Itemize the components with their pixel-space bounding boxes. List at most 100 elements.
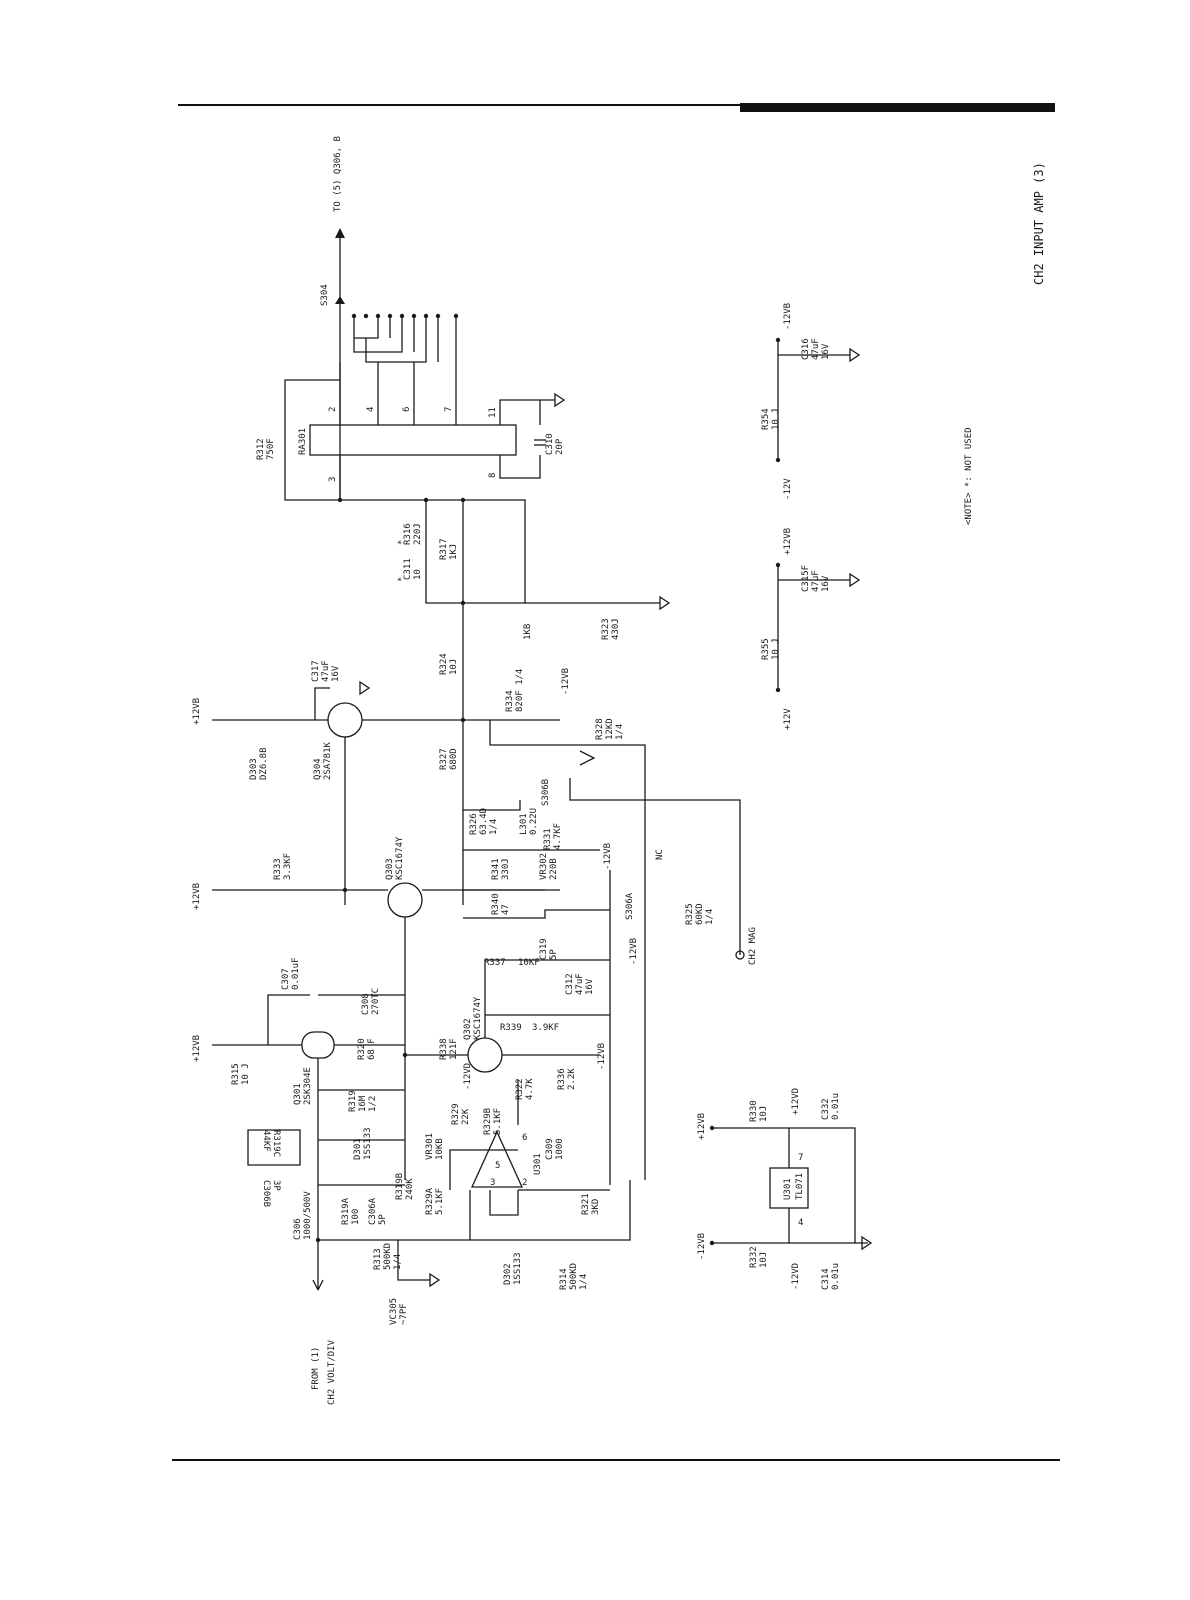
- r321-label: R321: [581, 1193, 591, 1215]
- c310-label: C310: [545, 433, 555, 455]
- c317-rating: 16V: [331, 665, 341, 682]
- ground-symbol: [849, 572, 861, 588]
- pin-label: 8: [488, 473, 498, 478]
- pin-label: 7: [798, 1153, 803, 1163]
- d301-label: D301: [353, 1138, 363, 1160]
- opamp-section: 5 6 3 2 U301 R322 4.7K -12VD R329 22K R3…: [425, 1063, 610, 1290]
- r328-value: 12KD: [605, 718, 615, 740]
- r332-value: 10J: [759, 1252, 769, 1268]
- pin-label: 7: [444, 407, 454, 412]
- vc305-label: VC305: [389, 1298, 399, 1325]
- power-section: -12VB -12V C316 47uF 16V R354 10 J +12VB…: [761, 303, 861, 730]
- r322-label: R322: [515, 1078, 525, 1100]
- q302-stage: R337 10KF C312 47uF 16V Q302 KSC1674Y R3…: [402, 958, 610, 1090]
- output-section: TO (5) Q306, B S304 RA301 2 4 6 7 11 3 8…: [256, 136, 566, 501]
- wire: [484, 959, 610, 1038]
- r316-value: 220J: [413, 523, 423, 545]
- wire: [463, 800, 610, 919]
- c311-label: C311: [403, 558, 413, 580]
- r320-value: 68 F: [367, 1038, 377, 1060]
- c319-value: 5P: [549, 949, 559, 960]
- vc305-value: ~7PF: [399, 1303, 409, 1325]
- r354-value: 10 J: [771, 408, 781, 430]
- r312-loop: [284, 379, 340, 501]
- r315-label: R315: [231, 1063, 241, 1085]
- u301-package-label: U301: [783, 1178, 793, 1200]
- d302-value: 1SS133: [513, 1252, 523, 1285]
- vr302-label: VR302: [539, 853, 549, 880]
- c307-label: C307: [281, 968, 291, 990]
- junction: [315, 1237, 321, 1243]
- r325-value: 60KD: [695, 903, 705, 925]
- d301-value: 1SS133: [363, 1127, 373, 1160]
- tap-dot: [363, 313, 369, 319]
- r314-rating: 1/4: [579, 1274, 589, 1290]
- ground-symbol: [429, 1272, 441, 1288]
- c306b-label: C306B: [261, 1180, 271, 1207]
- q301-fet: [301, 1031, 335, 1059]
- r313-label: R313: [373, 1248, 383, 1270]
- q301-value: 2SK304E: [303, 1067, 313, 1105]
- r319-value: 16M: [358, 1095, 368, 1112]
- c316-label: C316: [801, 338, 811, 360]
- c308-value: 270TC: [371, 988, 381, 1015]
- q303-label: Q303: [385, 858, 395, 880]
- r329-value: 22K: [461, 1108, 471, 1125]
- c317-value: 47uF: [321, 660, 331, 682]
- r355-label: R355: [761, 638, 771, 660]
- junction: [402, 1052, 408, 1058]
- c315-value: 47uF: [811, 570, 821, 592]
- r327-label: R327: [439, 748, 449, 770]
- r322-value: 4.7K: [525, 1078, 535, 1100]
- c308-label: C308: [361, 993, 371, 1015]
- q301-label: Q301: [293, 1083, 303, 1105]
- wire: [777, 340, 850, 460]
- c306a-value: 5P: [378, 1214, 388, 1225]
- c314-label: C314: [821, 1268, 831, 1290]
- r319c-c306b-network: [247, 1129, 301, 1166]
- wire: [489, 720, 646, 950]
- rail-label: -12VB: [561, 668, 571, 695]
- pin-label: 3: [490, 1178, 495, 1188]
- ch2-mag-terminal[interactable]: [735, 950, 745, 960]
- r317-label: R317: [439, 538, 449, 560]
- wire: [267, 994, 310, 1045]
- wire: [314, 687, 330, 720]
- pin-label: 6: [402, 407, 412, 412]
- output-destination: TO (5) Q306, B: [333, 136, 343, 212]
- rail-label: +12VB: [192, 1035, 202, 1062]
- terminal: [775, 457, 781, 463]
- ground-symbol: [359, 680, 371, 696]
- q302-label: Q302: [463, 1018, 473, 1040]
- wire: [569, 778, 741, 955]
- r341-label: R341: [491, 858, 501, 880]
- output-arrow: [335, 228, 345, 238]
- note-text: <NOTE> *: NOT USED: [964, 427, 974, 525]
- c312-label: C312: [565, 973, 575, 995]
- q304-stage: +12VB D303 DZ6.8B Q304 2SA781K C317 47uF…: [192, 660, 646, 950]
- ra301-label: RA301: [298, 428, 308, 455]
- l301-label: L301: [519, 813, 529, 835]
- s304-arrow: [335, 296, 345, 304]
- d303-value: DZ6.8B: [259, 747, 269, 780]
- r319c-label: R319C: [271, 1130, 281, 1157]
- switch-wiring: [353, 316, 457, 363]
- ra301-ground-wiring: [499, 399, 555, 479]
- r326-label: R326: [469, 813, 479, 835]
- r320-label: R320: [357, 1038, 367, 1060]
- r319c-value: 44KF: [261, 1130, 271, 1152]
- r324-label: R324: [439, 653, 449, 675]
- r312-value: 750F: [266, 438, 276, 460]
- rail-label: -12VB: [603, 843, 613, 870]
- r319-label: R319: [348, 1090, 358, 1112]
- r313-rating: 1/4: [393, 1254, 403, 1270]
- vr301-label: VR301: [425, 1133, 435, 1160]
- ground-symbol: [554, 392, 566, 408]
- pin-label: 4: [798, 1218, 803, 1228]
- r316-label: R316: [403, 523, 413, 545]
- r332-label: R332: [749, 1246, 759, 1268]
- rail-label: +12VB: [192, 698, 202, 725]
- c315-label: C315F: [801, 565, 811, 592]
- r329b-label: R329B: [483, 1108, 493, 1135]
- terminal: [709, 1240, 715, 1246]
